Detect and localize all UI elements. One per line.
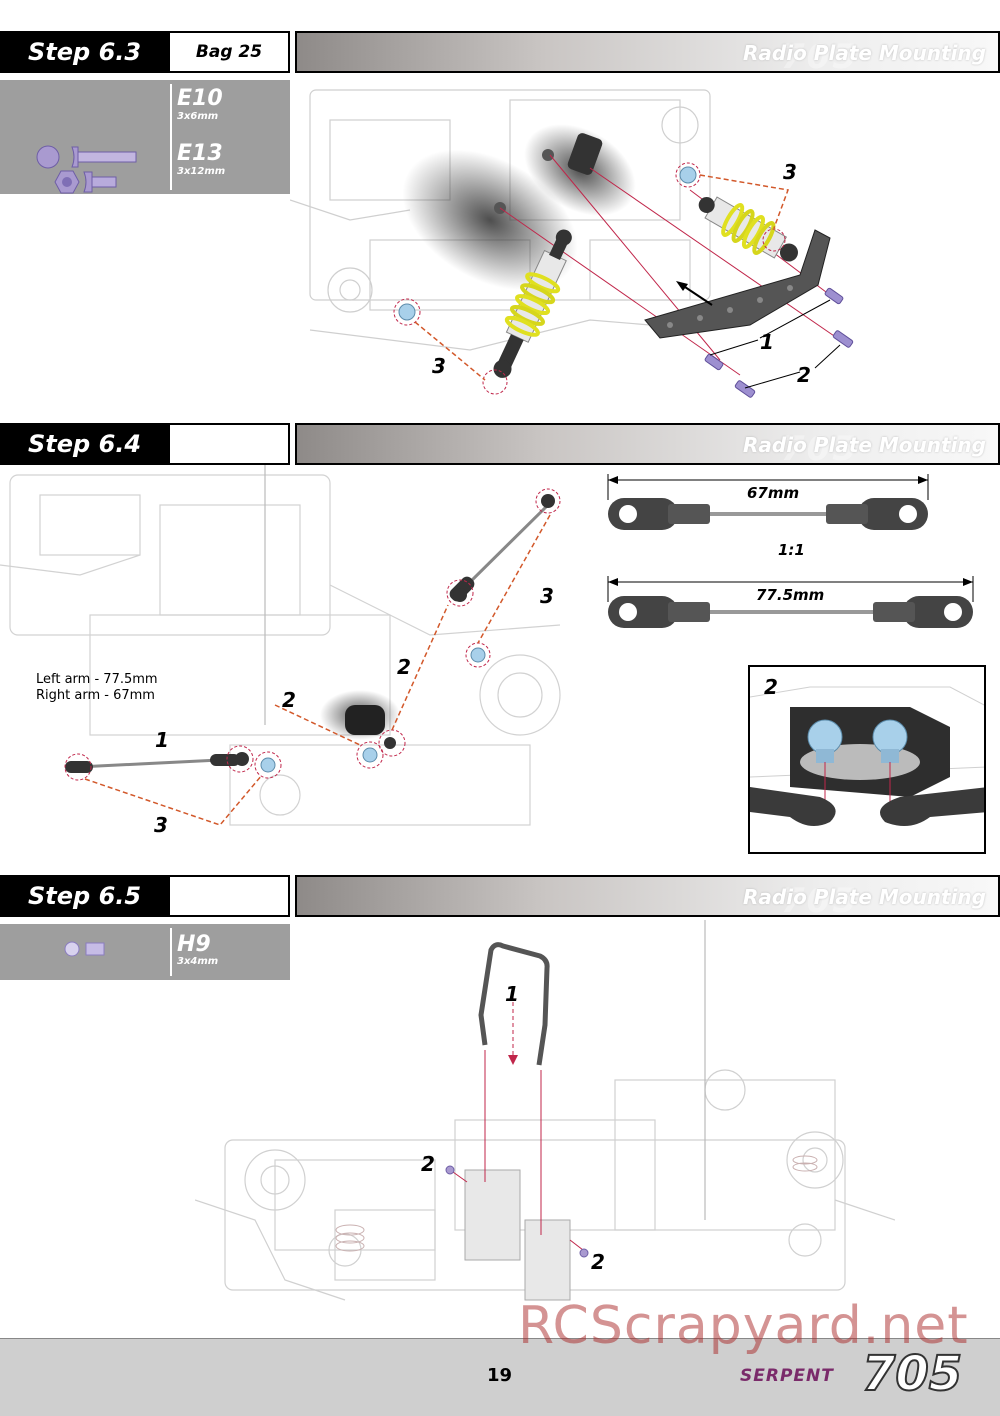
step-6-4-illustration — [0, 465, 561, 826]
parts-divider — [170, 928, 172, 976]
step-6-4-label: Step 6.4 — [0, 423, 170, 465]
turnbuckle-67mm-label: 67mm — [743, 484, 804, 502]
step-6-4-callout-3-bottom: 3 — [154, 813, 168, 837]
part-size-e10: 3x6mm — [177, 111, 219, 122]
parts-divider — [170, 84, 172, 190]
step-6-5-illustration — [195, 920, 895, 1301]
step-6-5-callout-1: 1 — [505, 982, 519, 1006]
turnbuckle-77-5mm-diagram — [607, 576, 974, 628]
long-screw-icon — [36, 145, 137, 169]
serpent-logo: SERPENT 705 — [740, 1345, 990, 1403]
inset-ball-studs-detail — [750, 686, 984, 826]
part-code-h9: H9 — [177, 932, 211, 957]
button-head-screw-icon — [54, 170, 117, 194]
step-6-3-bag: Bag 25 — [168, 31, 290, 73]
step-6-4-callout-3-top: 3 — [540, 584, 554, 608]
step-6-3-ghost-logo: 705 — [781, 37, 858, 73]
step-6-4-title-bar: 705 Radio Plate Mounting — [295, 423, 1000, 465]
part-code-e13: E13 — [177, 141, 223, 166]
step-6-3-callout-1: 1 — [760, 330, 774, 354]
step-6-4-note-left: Left arm - 77.5mm — [36, 672, 158, 687]
step-6-3-illustration — [290, 89, 854, 398]
step-6-3-label: Step 6.3 — [0, 31, 170, 73]
step-6-3-callout-3-left: 3 — [432, 354, 446, 378]
page-footer — [0, 1338, 1000, 1416]
step-6-3-parts-box: E10 3x6mm E13 3x12mm — [0, 80, 290, 194]
step-6-5-title-bar: 705 Radio Plate Mounting — [295, 875, 1000, 917]
step-6-5-ghost-logo: 705 — [781, 881, 858, 917]
step-6-4-callout-1: 1 — [155, 728, 169, 752]
part-size-h9: 3x4mm — [177, 956, 219, 967]
step-6-5-callout-2-right: 2 — [591, 1250, 605, 1274]
step-6-5-label: Step 6.5 — [0, 875, 170, 917]
step-6-3-callout-2: 2 — [797, 363, 811, 387]
watermark: RCScrapyard.net — [518, 1296, 969, 1356]
step-6-3-callout-3-right: 3 — [783, 160, 797, 184]
step-6-4-note-right: Right arm - 67mm — [36, 688, 155, 703]
step-6-4-callout-2-right: 2 — [397, 655, 411, 679]
step-6-5-callout-2-left: 2 — [421, 1152, 435, 1176]
turnbuckle-67mm-diagram — [607, 474, 929, 530]
model-number: 705 — [861, 1345, 963, 1403]
part-code-e10: E10 — [177, 86, 223, 111]
step-6-5-title: Radio Plate Mounting — [743, 885, 986, 909]
step-6-4-bag — [168, 423, 290, 465]
step-6-4-title: Radio Plate Mounting — [743, 433, 986, 457]
step-6-3-title: Radio Plate Mounting — [743, 41, 986, 65]
part-size-e13: 3x12mm — [177, 166, 226, 177]
step-6-4-inset-box: 2 — [748, 665, 986, 854]
step-6-5-parts-box: H9 3x4mm — [0, 924, 290, 980]
step-6-5-bag — [168, 875, 290, 917]
page-number: 19 — [487, 1365, 513, 1386]
inset-callout-2: 2 — [764, 675, 778, 699]
step-6-3-title-bar: 705 Radio Plate Mounting — [295, 31, 1000, 73]
brand-name: SERPENT — [740, 1366, 834, 1386]
step-6-4-callout-2-left: 2 — [282, 688, 296, 712]
scale-label: 1:1 — [778, 541, 805, 559]
turnbuckle-77-5mm-label: 77.5mm — [752, 586, 829, 604]
step-6-4-ghost-logo: 705 — [781, 429, 858, 465]
set-screw-icon — [64, 941, 105, 957]
